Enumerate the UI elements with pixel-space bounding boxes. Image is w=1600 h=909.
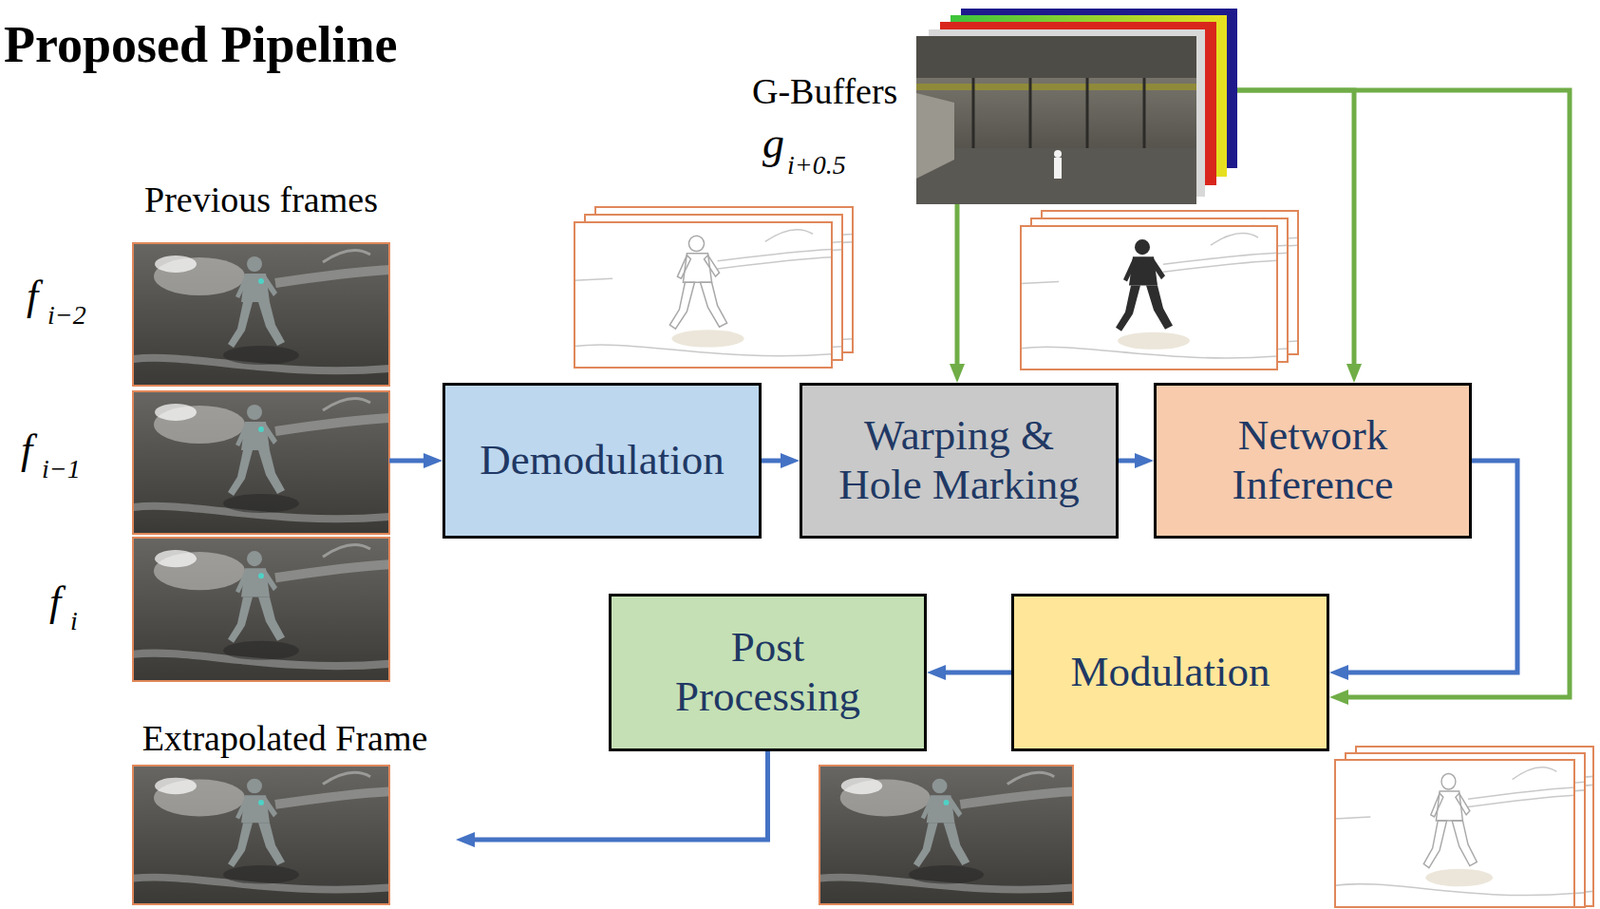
box-label: Demodulation xyxy=(479,435,724,486)
layer-border xyxy=(1020,225,1278,370)
frame-border xyxy=(132,537,390,681)
network-output-stack xyxy=(1335,746,1594,907)
extrapolated-frame-image xyxy=(132,765,390,904)
image-caption: G-Buffers xyxy=(752,71,898,113)
layer-border xyxy=(574,222,832,368)
frame-image xyxy=(132,391,390,534)
subscript: i−2 xyxy=(47,301,87,329)
sketch-layer xyxy=(574,222,832,368)
box-label: Warping & Hole Marking xyxy=(833,411,1086,510)
flow-arrow xyxy=(761,458,783,464)
box-label: Post Processing xyxy=(641,622,894,722)
process-box: Warping & Hole Marking xyxy=(799,382,1119,539)
sketch-layer xyxy=(1020,225,1278,370)
modulated-frame-image xyxy=(819,765,1073,904)
flow-arrow xyxy=(472,751,769,840)
subscript: i−1 xyxy=(41,455,81,483)
flow-arrow xyxy=(955,204,960,366)
diagram-title: Proposed Pipeline xyxy=(3,18,398,71)
layer-border xyxy=(1335,759,1575,907)
flow-arrow xyxy=(943,670,1012,676)
subscript: i+0.5 xyxy=(787,151,847,179)
previous-frames xyxy=(132,243,390,681)
frame-image xyxy=(132,765,390,904)
frame-image xyxy=(132,243,390,386)
demodulated-stack xyxy=(574,207,853,368)
output-frame-node: Extrapolated Frame xyxy=(113,714,456,904)
image-caption: Previous frames xyxy=(144,179,378,222)
process-box: Modulation xyxy=(1011,593,1330,752)
box-label: Modulation xyxy=(1071,647,1271,697)
symbol-letter: f xyxy=(26,275,38,318)
symbol-letter: f xyxy=(20,429,33,471)
flow-arrow xyxy=(389,458,426,464)
frame-border xyxy=(132,765,390,904)
frame-border xyxy=(132,243,390,386)
image-stack-node: Previous frames xyxy=(132,175,390,681)
frame-image xyxy=(819,765,1073,904)
g-buffer-stack xyxy=(916,8,1238,205)
symbol-letter: g xyxy=(762,121,785,166)
warped-stack xyxy=(1020,210,1299,370)
box-label: Network Inference xyxy=(1186,411,1439,510)
frame-border xyxy=(132,391,390,534)
image-caption: Extrapolated Frame xyxy=(142,717,429,760)
process-box: Post Processing xyxy=(608,593,927,752)
frame-border xyxy=(819,765,1073,904)
symbol-letter: f xyxy=(49,581,61,623)
flow-arrow xyxy=(1237,90,1355,366)
frame-image xyxy=(132,537,390,681)
process-box: Network Inference xyxy=(1153,382,1472,539)
buffer-image xyxy=(916,36,1197,205)
sketch-layer xyxy=(1335,759,1575,907)
process-box: Demodulation xyxy=(442,382,762,539)
flow-arrow xyxy=(1118,458,1137,464)
subscript: i xyxy=(70,607,78,635)
